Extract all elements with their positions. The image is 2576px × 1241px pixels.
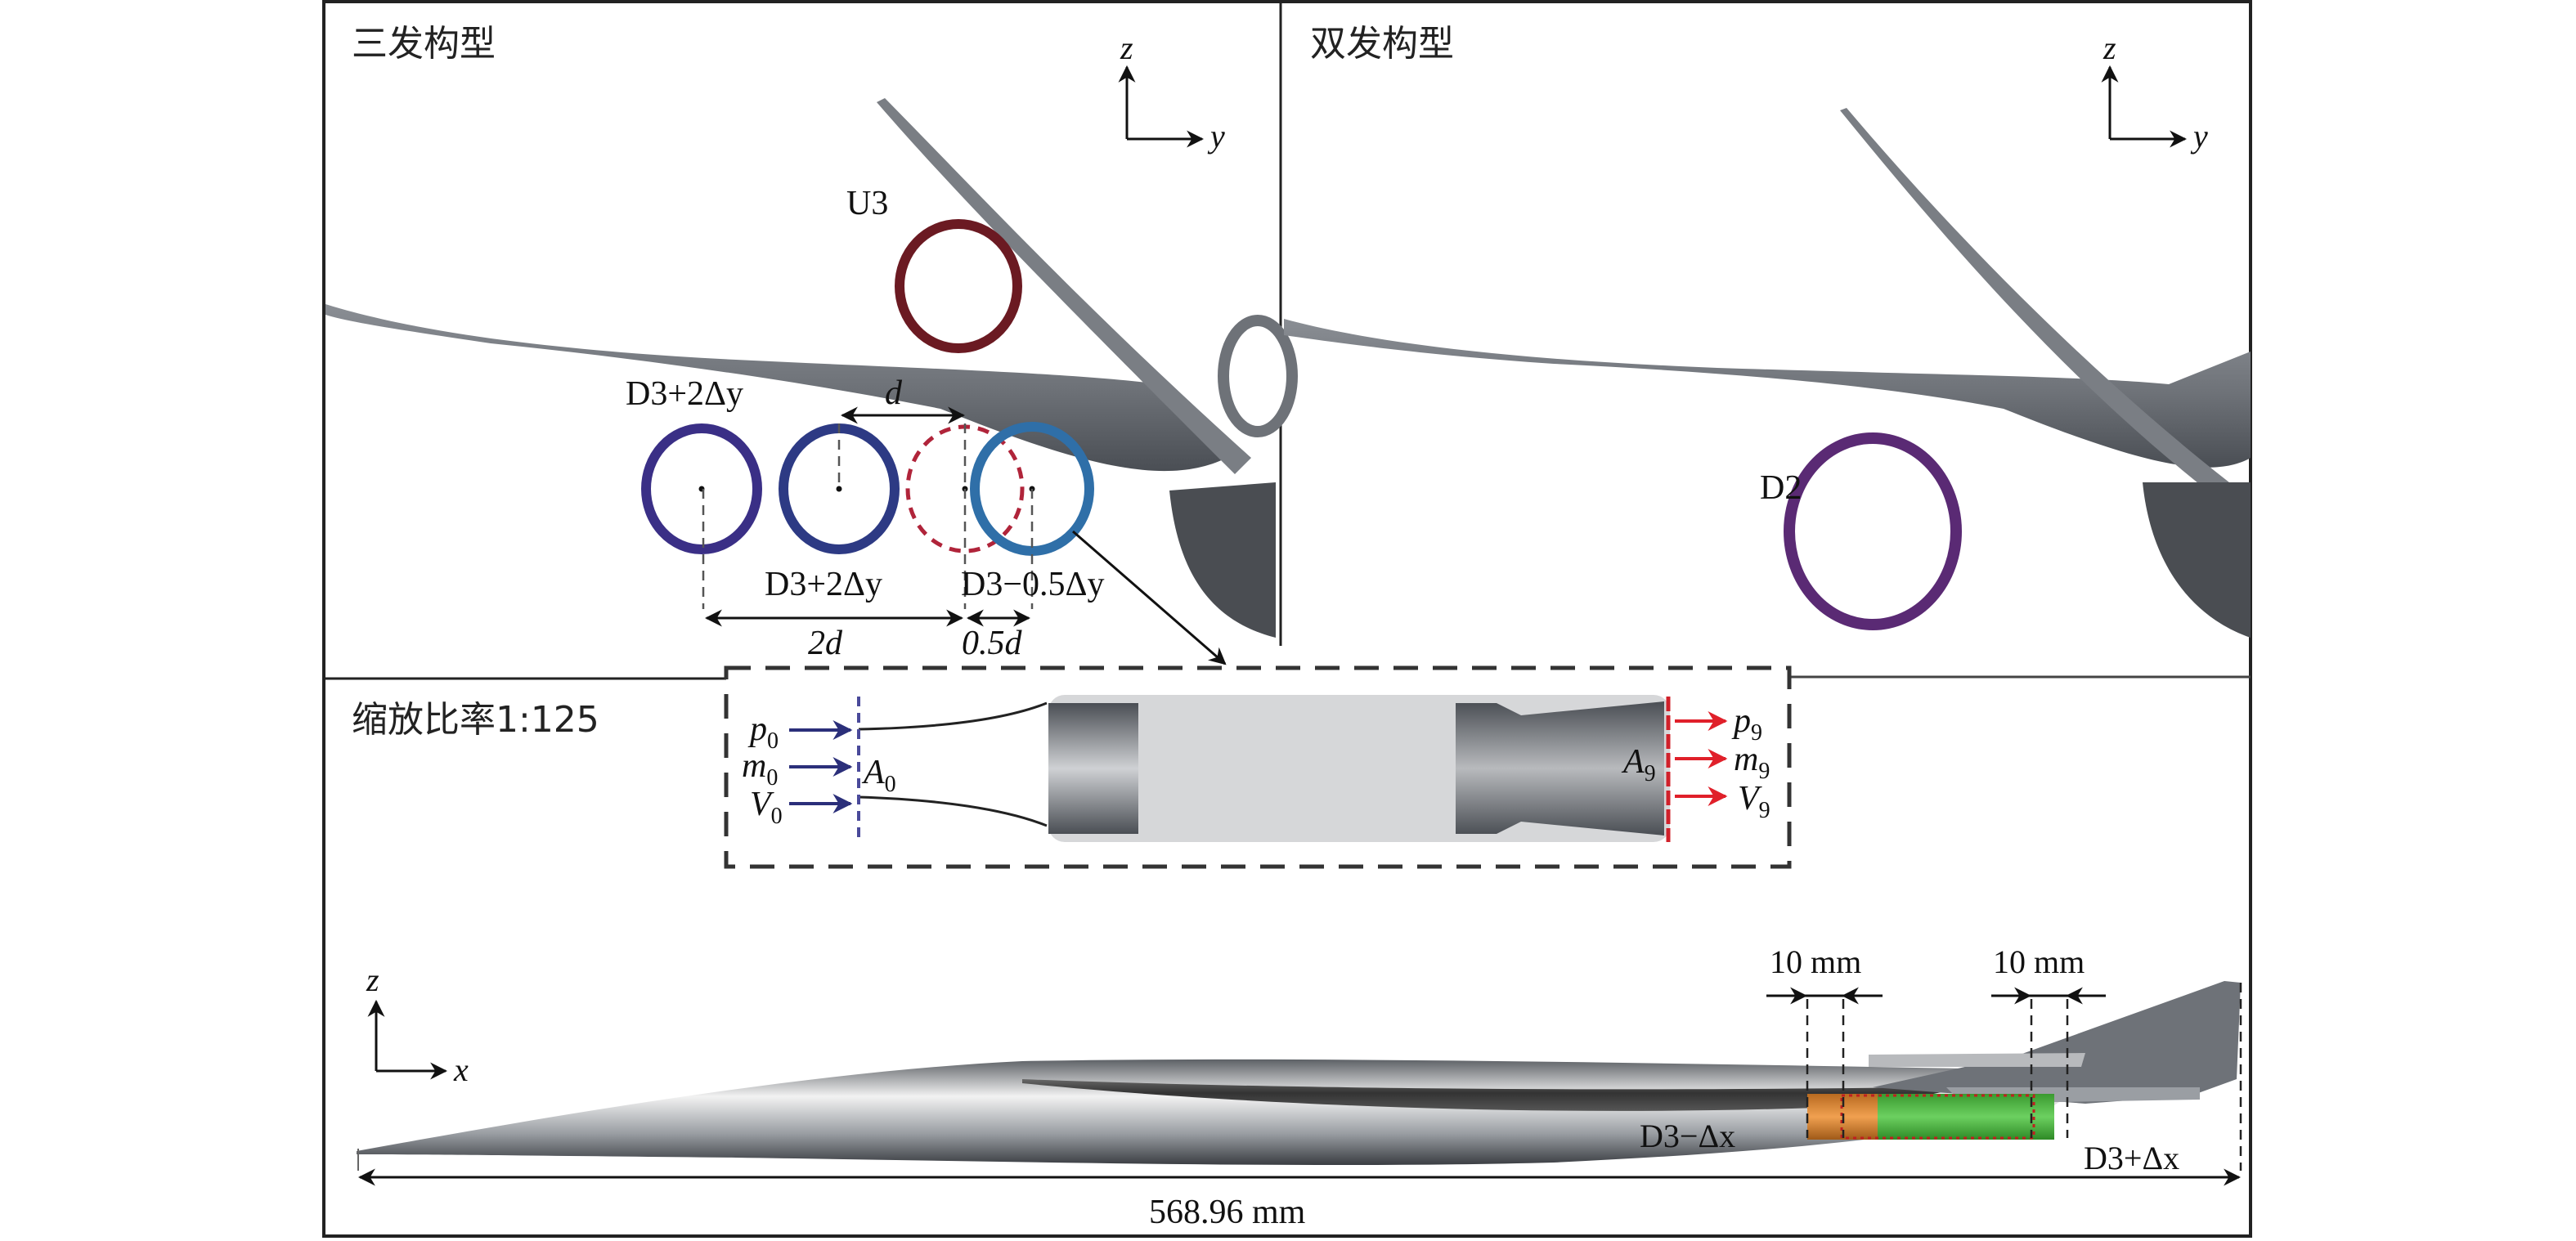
half-d-label: 0.5d [962, 625, 1023, 662]
u3-engine-ring [895, 219, 1022, 353]
triple-engine-panel: 三发构型 U3 d D3+2Δy D3+2Δy D3−0.5Δy 2d 0.5 [325, 23, 1298, 665]
inlet-p-label: p0 [747, 710, 779, 754]
axes-zx: z x [366, 961, 469, 1088]
inlet-m-label: m0 [742, 747, 778, 791]
y-axis-label: y [2190, 118, 2208, 155]
inlet-cylinder [1048, 703, 1138, 834]
d3-2dy-bottom-label: D3+2Δy [765, 566, 882, 603]
wing-root-band [1022, 1075, 2020, 1111]
inset-leader-arrow [1072, 530, 1227, 665]
d2-engine-ring [1784, 432, 1962, 630]
gap-left-label: 10 mm [1770, 943, 1861, 980]
z-axis-label: z [2103, 29, 2116, 66]
figure-frame [322, 0, 2252, 1238]
nacelle-reference-dotted [1840, 1094, 2035, 1140]
d3-near-ring [970, 422, 1094, 556]
x-axis-label: x [453, 1051, 469, 1088]
z-axis-label: z [366, 961, 379, 998]
d2-label: D2 [1760, 469, 1802, 507]
side-view-panel: 缩放比率1:125 z x 10 mm 10 mm D3−Δx [352, 699, 2242, 1231]
two-d-label: 2d [808, 625, 843, 662]
triple-panel-title: 三发构型 [352, 23, 496, 65]
wing-shape [1284, 319, 2251, 468]
z-axis-label: z [1120, 29, 1133, 66]
outlet-area-label: A9 [1621, 743, 1656, 786]
wing-shape [325, 304, 1227, 472]
nozzle [1456, 701, 1664, 836]
d3-far-ring [641, 423, 762, 554]
vertical-fin [877, 98, 1251, 474]
inlet-upper-contour [858, 701, 1048, 731]
twin-panel-title: 双发构型 [1310, 23, 1454, 65]
gap-right-label: 10 mm [1993, 943, 2085, 980]
fuselage-lower [2143, 482, 2251, 638]
twin-engine-panel: 双发构型 D2 z y [1284, 23, 2251, 638]
inlet-lower-contour [858, 795, 1048, 827]
d3-minus-dx-label: D3−Δx [1640, 1118, 1735, 1154]
nacelle-aft-green [1878, 1094, 2054, 1140]
d-label: d [885, 374, 903, 412]
y-axis-label: y [1207, 118, 1225, 155]
engine-inset: p0 m0 V0 A0 p9 m9 V9 A9 [724, 665, 1792, 869]
inlet-area-label: A0 [861, 754, 896, 797]
total-length-label: 568.96 mm [1149, 1194, 1306, 1231]
fuselage-ring [1218, 315, 1298, 437]
d3-2dy-top-label: D3+2Δy [626, 375, 743, 413]
horizontal-stabilizer [1869, 1053, 2085, 1067]
outer-border [322, 0, 2252, 1238]
fuselage-side [357, 1059, 2094, 1166]
outlet-v-label: V9 [1738, 780, 1770, 823]
fuselage-lower [1169, 482, 1276, 638]
axes-zy-triple: z y [1118, 29, 1225, 155]
outlet-p-label: p9 [1731, 702, 1762, 746]
d3-plus-dx-label: D3+Δx [2084, 1140, 2179, 1176]
axes-zy-twin: z y [2101, 29, 2208, 155]
d3-minus-half-label: D3−0.5Δy [961, 566, 1105, 603]
scale-ratio-title: 缩放比率1:125 [352, 699, 599, 741]
center-dot [836, 486, 842, 492]
inlet-v-label: V0 [750, 786, 783, 829]
vertical-fin [1840, 108, 2251, 523]
vertical-tail [1873, 981, 2241, 1104]
u3-label: U3 [846, 185, 888, 222]
outlet-m-label: m9 [1734, 741, 1770, 784]
